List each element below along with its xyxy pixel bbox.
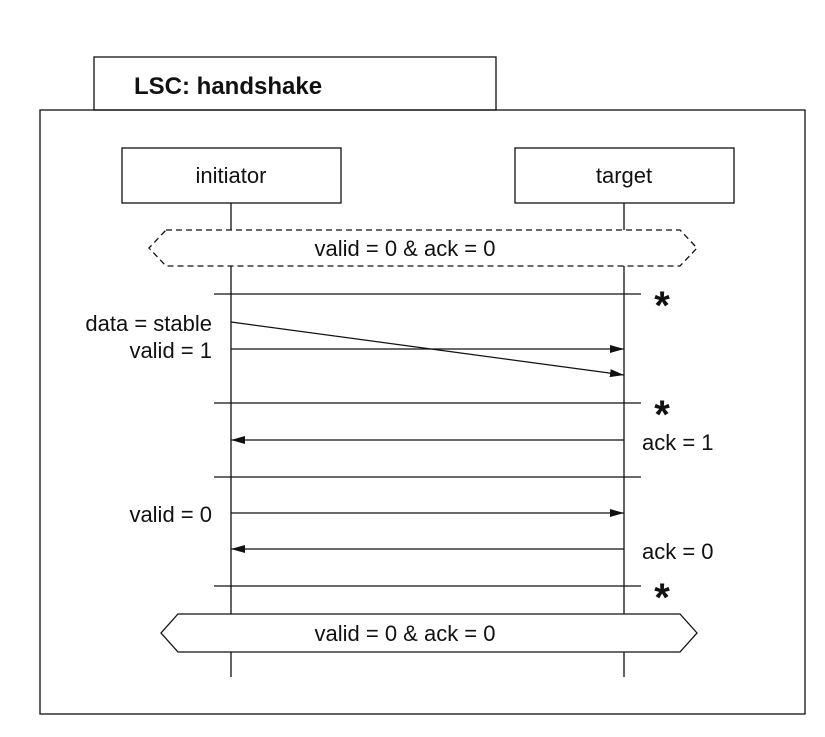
- sync-marker-3: *: [654, 576, 670, 620]
- message-label-valid-1: valid = 1: [129, 338, 212, 363]
- lifeline-label-target: target: [596, 163, 652, 188]
- lifeline-label-initiator: initiator: [196, 163, 267, 188]
- message-label-data-stable: data = stable: [85, 311, 212, 336]
- message-label-valid-0: valid = 0: [129, 502, 212, 527]
- message-label-ack-0: ack = 0: [642, 539, 714, 564]
- lsc-frame: [39, 109, 806, 715]
- chart-title: LSC: handshake: [134, 73, 322, 100]
- postcondition-hexagon: [160, 613, 698, 653]
- message-label-ack-1: ack = 1: [642, 430, 714, 455]
- precondition-label: valid = 0 & ack = 0: [315, 236, 496, 261]
- precondition-hexagon: [148, 229, 698, 267]
- sync-marker-2: *: [654, 393, 670, 437]
- sync-marker-1: *: [654, 284, 670, 328]
- postcondition-label: valid = 0 & ack = 0: [315, 621, 496, 646]
